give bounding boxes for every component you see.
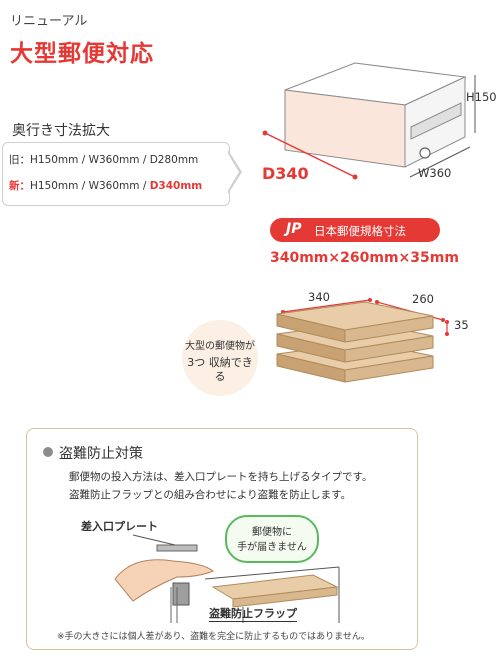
anti-theft-panel: 盗難防止対策 郵便物の投入方法は、差入口プレートを持ち上げるタイプです。 盗難防… bbox=[26, 428, 418, 650]
anti-theft-desc-line-2: 盗難防止フラップとの組み合わせにより盗難を防止します。 bbox=[69, 489, 352, 501]
capacity-line-2: 3つ 収納できる bbox=[187, 356, 253, 383]
mailbox-illustration bbox=[262, 62, 476, 180]
bubble-line-2: 手が届きません bbox=[237, 542, 307, 553]
bullet-icon bbox=[43, 447, 53, 457]
jp-standard-title: 日本郵便規格寸法 bbox=[314, 224, 406, 238]
old-spec-values: H150mm / W360mm / D280mm bbox=[30, 154, 199, 166]
anti-theft-flap-label: 盗難防止フラップ bbox=[209, 607, 297, 622]
parcel-width-label: 260 bbox=[412, 292, 434, 306]
width-dimension: W360 bbox=[418, 166, 452, 180]
jp-standard-size: 340mm×260mm×35mm bbox=[270, 250, 459, 266]
parcel-height-label: 35 bbox=[454, 318, 469, 332]
jp-logo: JP bbox=[286, 221, 302, 237]
spec-box-pointer-fill bbox=[227, 152, 239, 192]
new-spec-line: 新：H150mm / W360mm / D340mm bbox=[9, 178, 202, 193]
anti-theft-illustration bbox=[114, 534, 340, 623]
bubble-line-1: 郵便物に bbox=[252, 527, 292, 538]
height-dimension: H150 bbox=[466, 90, 497, 104]
depth-expansion-title: 奥行き寸法拡大 bbox=[12, 123, 110, 139]
hand-cannot-reach-bubble: 郵便物に 手が届きません bbox=[225, 515, 319, 563]
new-spec-values: H150mm / W360mm / bbox=[30, 180, 150, 192]
parcel-length-label: 340 bbox=[308, 290, 330, 304]
entry-plate-label: 差入口プレート bbox=[81, 520, 158, 533]
page-title: 大型郵便対応 bbox=[10, 41, 154, 67]
new-depth-value: D340mm bbox=[149, 180, 203, 192]
depth-dimension: D340 bbox=[262, 164, 309, 183]
capacity-bubble: 大型の郵便物が 3つ 収納できる bbox=[182, 320, 258, 396]
anti-theft-title: 盗難防止対策 bbox=[59, 446, 143, 462]
new-spec-label: 新： bbox=[9, 180, 30, 192]
capacity-line-1: 大型の郵便物が bbox=[185, 341, 255, 352]
old-spec-label: 旧： bbox=[9, 154, 30, 166]
jp-standard-badge: JP 日本郵便規格寸法 bbox=[270, 218, 440, 242]
anti-theft-desc-line-1: 郵便物の投入方法は、差入口プレートを持ち上げるタイプです。 bbox=[69, 471, 373, 483]
stacked-parcels-illustration bbox=[276, 298, 449, 383]
old-spec-line: 旧：H150mm / W360mm / D280mm bbox=[9, 152, 198, 167]
spec-comparison-box: 旧：H150mm / W360mm / D280mm 新：H150mm / W3… bbox=[2, 142, 230, 206]
renewal-label: リニューアル bbox=[10, 14, 88, 29]
disclaimer-footnote: ※手の大きさには個人差があり、盗難を完全に防止するものではありません。 bbox=[57, 632, 370, 642]
